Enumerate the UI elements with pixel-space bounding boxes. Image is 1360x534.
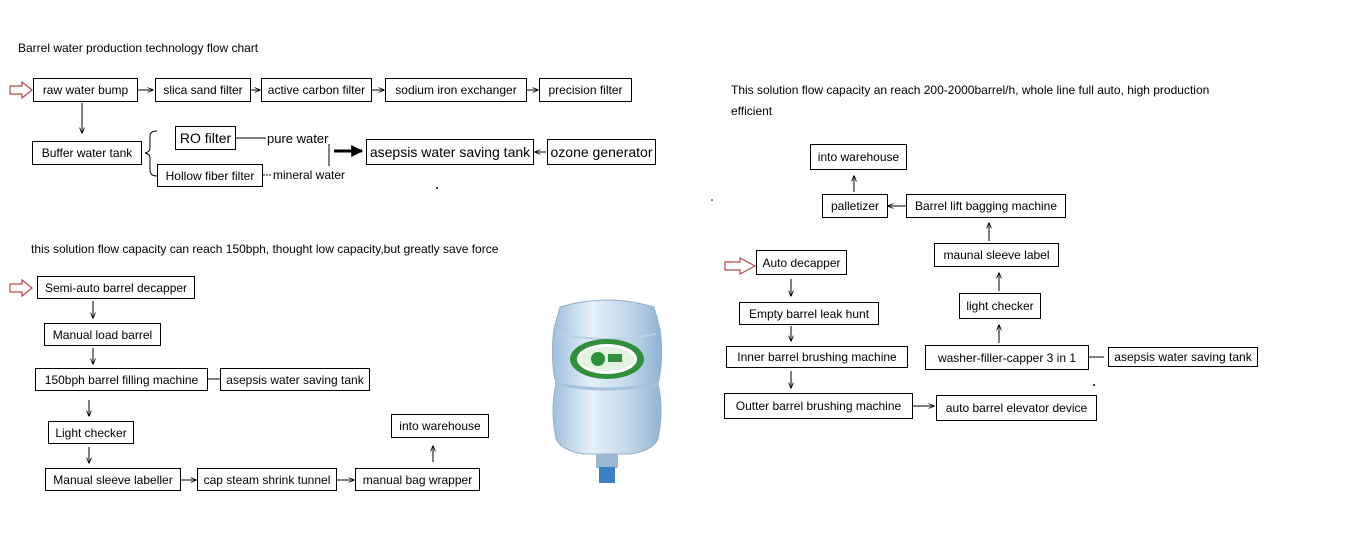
chart3-caption-line1: This solution flow capacity an reach 200…: [731, 83, 1210, 97]
node-into-warehouse-2: into warehouse: [391, 414, 489, 438]
node-precision-filter: precision filter: [539, 78, 632, 102]
node-slica-sand-filter: slica sand filter: [155, 78, 251, 102]
node-hollow-fiber-filter: Hollow fiber filter: [157, 164, 263, 187]
node-semi-auto-barrel-decapper: Semi-auto barrel decapper: [37, 276, 195, 299]
label-mineral-water: mineral water: [273, 168, 346, 182]
node-asepsis-water-saving-tank: asepsis water saving tank: [366, 139, 534, 165]
node-sodium-iron-exchanger: sodium iron exchanger: [385, 78, 527, 102]
node-palletizer: palletizer: [822, 194, 888, 218]
node-raw-water-bump: raw water bump: [33, 78, 138, 102]
node-maunal-sleeve-label: maunal sleeve label: [934, 243, 1059, 267]
node-ozone-generator: ozone generator: [547, 139, 656, 165]
node-auto-decapper: Auto decapper: [756, 250, 847, 275]
node-outter-barrel-brushing-machine: Outter barrel brushing machine: [724, 393, 913, 419]
node-manual-bag-wrapper: manual bag wrapper: [355, 468, 480, 491]
node-asepsis-water-saving-tank-2: asepsis water saving tank: [220, 368, 370, 391]
start-arrow-chart2: [9, 278, 33, 298]
node-inner-barrel-brushing-machine: Inner barrel brushing machine: [726, 346, 908, 368]
node-cap-steam-shrink-tunnel: cap steam shrink tunnel: [197, 468, 337, 491]
water-barrel-image: [540, 289, 674, 487]
node-barrel-filling-machine: 150bph barrel filling machine: [35, 368, 208, 391]
node-buffer-water-tank: Buffer water tank: [32, 141, 142, 165]
node-empty-barrel-leak-hunt: Empty barrel leak hunt: [739, 302, 879, 325]
node-light-checker-3: light checker: [959, 293, 1041, 319]
node-manual-sleeve-labeller: Manual sleeve labeller: [45, 468, 181, 491]
node-active-carbon-filter: active carbon filter: [261, 78, 372, 102]
chart3-caption-line2: efficient: [731, 104, 773, 118]
chart1-title: Barrel water production technology flow …: [18, 41, 259, 55]
start-arrow-chart1: [9, 80, 33, 100]
node-ro-filter: RO filter: [175, 126, 236, 150]
node-into-warehouse-3: into warehouse: [810, 144, 907, 170]
node-manual-load-barrel: Manual load barrel: [44, 323, 161, 346]
label-pure-water: pure water: [267, 131, 329, 146]
chart2-caption: this solution flow capacity can reach 15…: [31, 242, 499, 256]
node-washer-filler-capper: washer-filler-capper 3 in 1: [925, 345, 1089, 370]
node-light-checker: Light checker: [48, 421, 134, 444]
node-barrel-lift-bagging-machine: Barrel lift bagging machine: [906, 194, 1066, 218]
node-asepsis-water-saving-tank-3: asepsis water saving tank: [1108, 347, 1258, 367]
node-auto-barrel-elevator-device: auto barrel elevator device: [936, 395, 1097, 421]
start-arrow-chart3: [724, 257, 757, 275]
